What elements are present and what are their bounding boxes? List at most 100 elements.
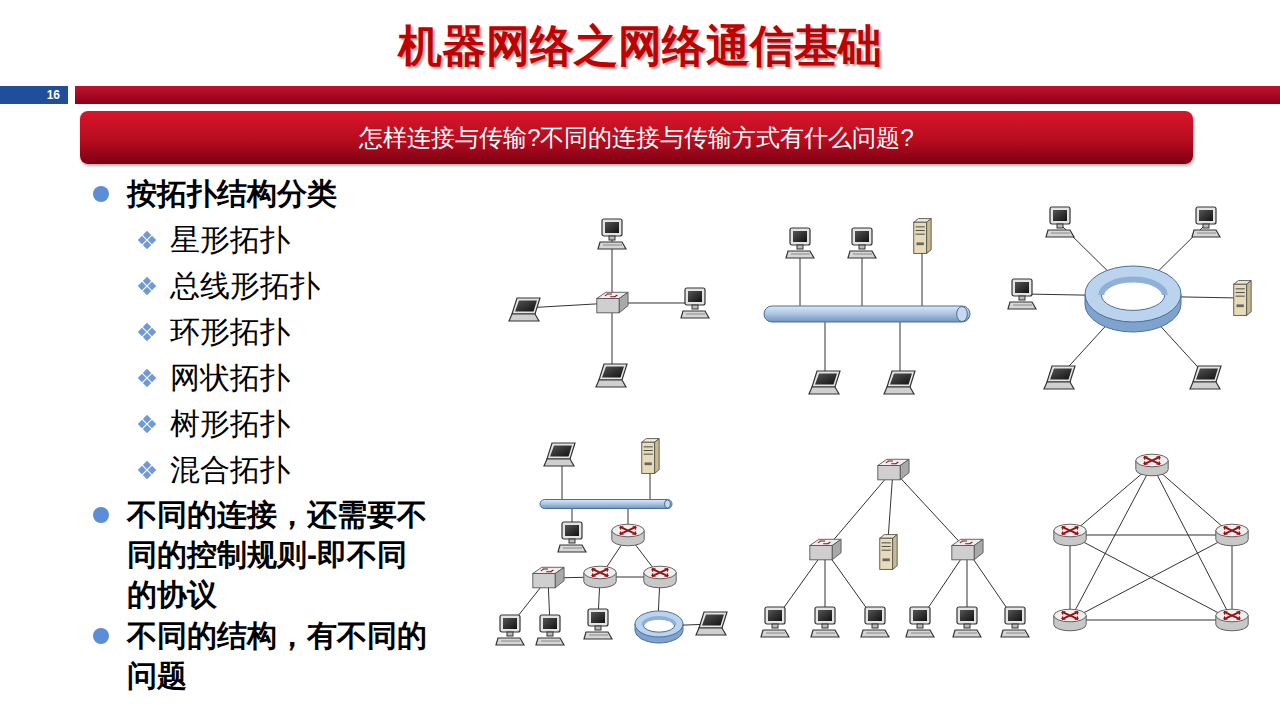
bus-cable xyxy=(764,306,970,322)
laptop-icon xyxy=(696,612,727,635)
ring-cable xyxy=(643,618,675,625)
pc-icon xyxy=(681,288,709,318)
sub-bullet-text: 环形拓扑 xyxy=(170,312,290,352)
link-line xyxy=(800,254,801,306)
sub-bullet-text: 混合拓扑 xyxy=(170,450,290,490)
header-bar xyxy=(75,86,1280,104)
slide-title: 机器网络之网络通信基础 xyxy=(0,18,1280,74)
link-line xyxy=(612,303,613,374)
link-line xyxy=(900,322,901,372)
pc-icon xyxy=(598,219,626,249)
ring-cable xyxy=(635,611,683,643)
network-links xyxy=(510,224,1240,626)
bus-cable xyxy=(957,307,968,322)
bullet-text: 不同的结构，有不同的问题 xyxy=(127,616,427,696)
switch-icon xyxy=(533,567,564,588)
server-icon xyxy=(1234,281,1251,316)
laptop-icon xyxy=(509,298,540,321)
bullet-diamond xyxy=(138,374,146,382)
link-line xyxy=(825,322,826,372)
bullet-diamond xyxy=(138,420,146,428)
pc-icon xyxy=(1046,207,1074,237)
ring-cable xyxy=(643,618,675,632)
link-line xyxy=(922,250,923,306)
pc-icon xyxy=(1192,207,1220,237)
bullet-diamond xyxy=(138,236,146,244)
router-icon xyxy=(1054,609,1086,631)
bullet-text: 不同的连接，还需要不同的控制规则-即不同的协议 xyxy=(127,495,427,615)
link-line xyxy=(888,470,893,540)
router-icon xyxy=(1136,454,1168,476)
laptop-icon xyxy=(596,364,627,387)
laptop-icon xyxy=(1190,366,1221,389)
link-line xyxy=(893,470,967,550)
sub-bullet-text: 总线形拓扑 xyxy=(170,266,320,306)
link-line xyxy=(1070,465,1152,535)
page-number-bar xyxy=(0,86,68,104)
router-icon xyxy=(1216,609,1248,631)
link-line xyxy=(1152,465,1232,535)
sub-bullet-text: 网状拓扑 xyxy=(170,358,290,398)
pc-icon xyxy=(1001,607,1029,637)
banner-text: 怎样连接与传输?不同的连接与传输方式有什么问题? xyxy=(359,122,914,154)
link-line xyxy=(1070,535,1232,620)
link-line xyxy=(562,466,563,503)
page-number: 16 xyxy=(0,86,68,104)
pc-icon xyxy=(786,228,814,258)
bullet-dot xyxy=(93,186,109,202)
bullet-dot xyxy=(93,628,109,644)
router-icon xyxy=(1054,524,1086,546)
ring-cable xyxy=(1101,280,1164,311)
link-line xyxy=(1070,535,1232,620)
laptop-icon xyxy=(544,443,575,466)
link-line xyxy=(1232,535,1233,620)
pc-icon xyxy=(584,609,612,639)
router-icon xyxy=(584,566,616,588)
network-media xyxy=(540,266,1181,643)
router-icon xyxy=(644,566,676,588)
laptop-icon xyxy=(809,371,840,394)
bullet-marks xyxy=(93,186,156,644)
switch-icon xyxy=(810,539,841,560)
server-icon xyxy=(880,535,897,570)
server-icon xyxy=(914,219,931,254)
bus-cable xyxy=(540,500,672,509)
pc-icon xyxy=(558,522,586,552)
bullet-diamond xyxy=(138,328,146,336)
laptop-icon xyxy=(884,371,915,394)
bus-cable xyxy=(764,306,970,322)
pc-icon xyxy=(1008,279,1036,309)
server-icon xyxy=(642,439,659,474)
sub-bullet-text: 树形拓扑 xyxy=(170,404,290,444)
bullet-diamond xyxy=(138,466,146,474)
laptop-icon xyxy=(1044,366,1075,389)
link-line xyxy=(862,254,863,306)
ring-cable xyxy=(1101,280,1164,295)
ring-cable xyxy=(1085,266,1181,322)
link-line xyxy=(1070,535,1232,536)
switch-icon xyxy=(597,292,628,313)
link-line xyxy=(1070,620,1232,621)
pc-icon xyxy=(906,607,934,637)
bus-cable xyxy=(665,500,671,508)
pc-icon xyxy=(536,615,564,645)
bullet-text: 按拓扑结构分类 xyxy=(127,174,337,214)
pc-icon xyxy=(861,607,889,637)
sub-bullet-text: 星形拓扑 xyxy=(170,220,290,260)
router-icon xyxy=(612,524,644,546)
link-line xyxy=(1070,535,1071,620)
network-devices xyxy=(496,207,1251,645)
bus-cable xyxy=(540,500,672,509)
ring-cable xyxy=(1085,266,1181,332)
switch-icon xyxy=(878,459,909,480)
pc-icon xyxy=(848,228,876,258)
page-number-text: 16 xyxy=(47,88,60,102)
pc-icon xyxy=(761,607,789,637)
pc-icon xyxy=(496,615,524,645)
switch-icon xyxy=(952,539,983,560)
ring-cable xyxy=(635,611,683,637)
question-banner: 怎样连接与传输?不同的连接与传输方式有什么问题? xyxy=(80,111,1193,164)
pc-icon xyxy=(953,607,981,637)
link-line xyxy=(650,470,651,503)
